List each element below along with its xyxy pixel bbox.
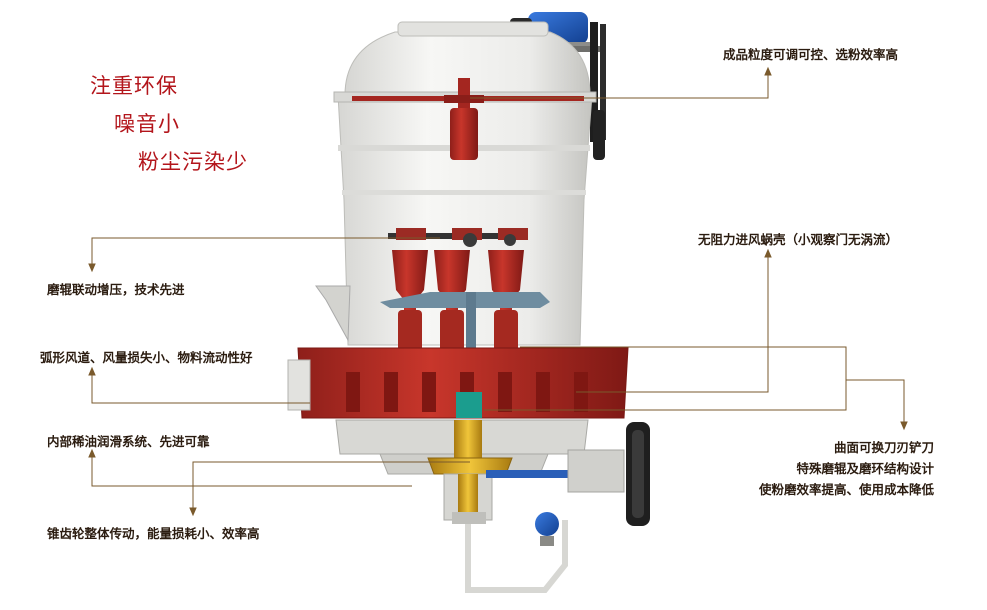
leader-blade bbox=[484, 346, 847, 411]
callout-air-duct: 弧形风道、风量损失小、物料流动性好 bbox=[40, 350, 253, 365]
leader-lubrication bbox=[91, 454, 412, 487]
callout-volute: 无阻力进风蜗壳（小观察门无涡流） bbox=[698, 232, 899, 247]
callout-bevel-gear: 锥齿轮整体传动，能量损耗小、效率高 bbox=[47, 526, 260, 541]
leader-lines bbox=[88, 66, 908, 517]
leader-volute bbox=[576, 254, 769, 393]
air-volute-ring bbox=[287, 347, 629, 419]
leader-classifier bbox=[470, 72, 769, 99]
slogan-low-noise: 噪音小 bbox=[114, 112, 180, 136]
roller-hanger bbox=[380, 292, 550, 362]
roller-linkage bbox=[388, 228, 528, 247]
oil-pipeline bbox=[465, 520, 568, 593]
leader-air-duct bbox=[91, 372, 310, 404]
slogan-environment: 注重环保 bbox=[90, 74, 178, 98]
callout-roller-linkage: 磨辊联动增压，技术先进 bbox=[47, 282, 185, 297]
leader-roller-linkage bbox=[91, 237, 440, 266]
slogan-low-dust: 粉尘污染少 bbox=[138, 150, 248, 174]
feed-inlet bbox=[315, 285, 351, 342]
belt-drive bbox=[590, 22, 606, 160]
classifier-rotor bbox=[352, 78, 584, 160]
callout-blade-line-2: 特殊磨辊及磨环结构设计 bbox=[796, 461, 934, 476]
main-drive-shaft bbox=[486, 422, 650, 526]
callout-blade-line-1: 曲面可换刀刃铲刀 bbox=[833, 440, 934, 455]
callout-blade-line-3: 使粉磨效率提高、使用成本降低 bbox=[758, 482, 934, 497]
callout-classifier: 成品粒度可调可控、选粉效率高 bbox=[723, 47, 899, 62]
leader-bevel-gear bbox=[192, 461, 470, 510]
separator-dome bbox=[344, 31, 591, 96]
oil-pump bbox=[535, 512, 559, 546]
callout-lubrication: 内部稀油润滑系统、先进可靠 bbox=[47, 434, 210, 449]
grinding-mill-machine bbox=[287, 12, 650, 593]
